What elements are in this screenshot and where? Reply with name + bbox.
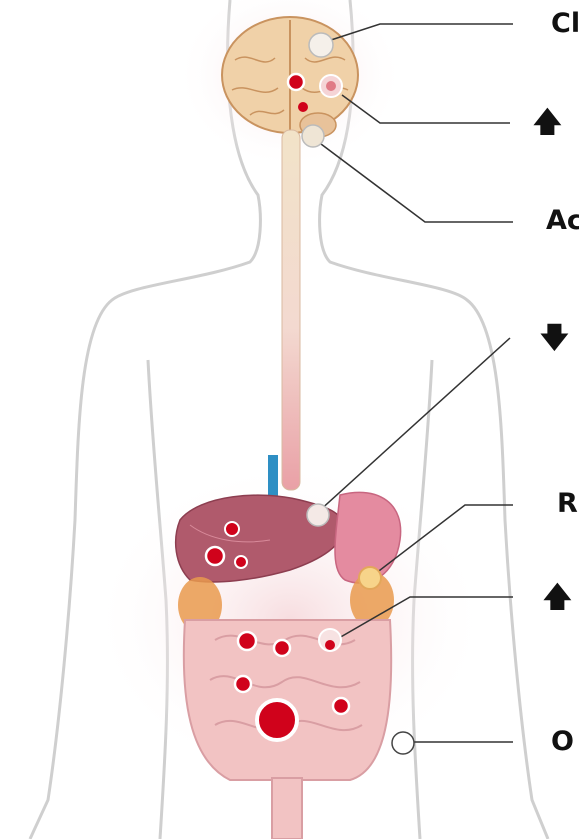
marker-red [298,102,308,112]
marker-red [274,640,290,656]
marker-red [206,547,224,565]
marker-red-large [257,700,297,740]
marker-open [392,732,414,754]
marker-orange [359,567,381,589]
label-up-2: 🡅 [543,583,574,611]
up-arrow-icon: 🡅 [533,105,562,138]
marker-red [225,522,239,536]
marker-open [309,33,333,57]
marker-red [333,698,349,714]
marker-red [235,556,247,568]
label-r: R [557,490,578,517]
marker-red [235,676,251,692]
label-down: 🡇 [540,324,571,352]
marker-open [307,504,329,526]
label-cl: Cl [551,10,579,37]
down-arrow-icon: 🡇 [540,321,569,354]
up-arrow-icon: 🡅 [543,580,572,613]
marker-open [302,125,324,147]
label-ac: Ac [546,207,579,234]
spinal-cord [282,130,300,490]
marker-red [288,74,304,90]
label-o: O [551,728,574,755]
marker-red [238,632,256,650]
label-up-1: 🡅 [533,108,564,136]
